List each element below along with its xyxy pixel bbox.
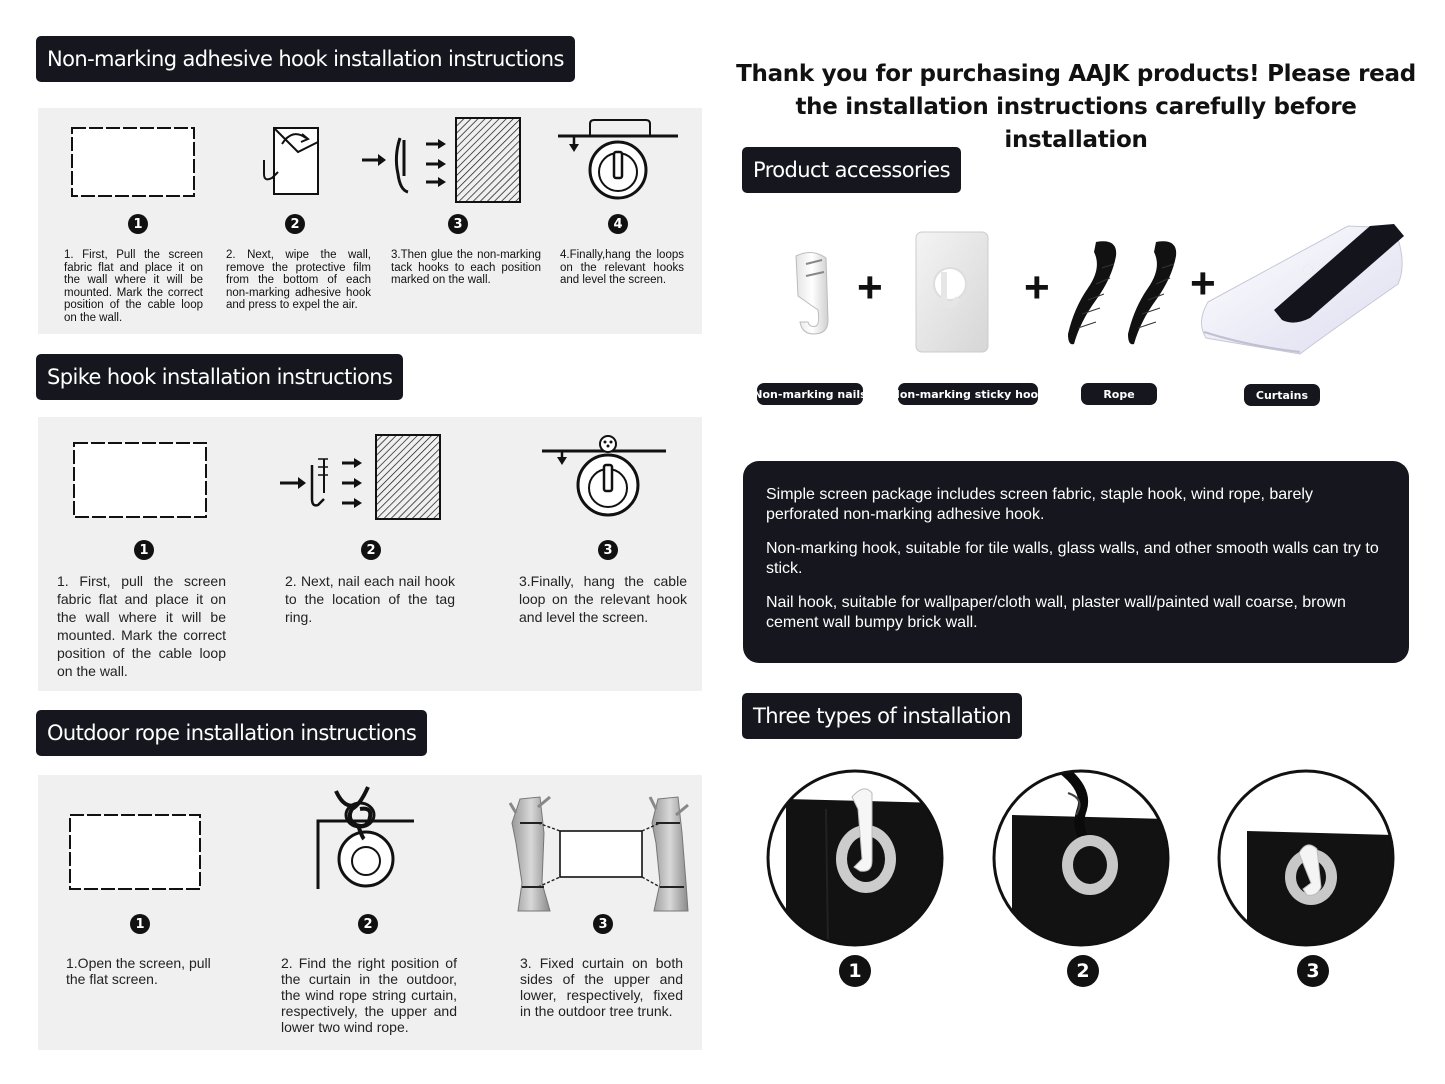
sticky-hook-icon — [915, 231, 989, 353]
screen-rectangle-icon — [69, 814, 201, 890]
step-text: 4.Finally,hang the loops on the relevant… — [560, 249, 684, 286]
step-number: 2 — [358, 914, 378, 934]
step-text: 1.Open the screen, pull the flat screen. — [66, 955, 211, 987]
installation-photo-sticky-hook-icon — [1217, 769, 1395, 947]
plus-sign: + — [1024, 263, 1050, 312]
installation-photo-rope-icon — [992, 769, 1170, 947]
info-paragraph: Non-marking hook, suitable for tile wall… — [766, 540, 1379, 577]
step-number: 1 — [134, 540, 154, 560]
page-headline: Thank you for purchasing AAJK products! … — [736, 61, 1416, 153]
peel-film-icon — [263, 127, 319, 195]
info-paragraph: Simple screen package includes screen fa… — [766, 486, 1313, 523]
rope-steps-panel: 1 2 3 1.Open the screen, pull the flat s… — [38, 775, 702, 1050]
step-text: 1. First, Pull the screen fabric flat an… — [64, 249, 203, 324]
info-paragraph: Nail hook, suitable for wallpaper/cloth … — [766, 594, 1346, 631]
trees-with-screen-icon — [508, 795, 689, 912]
rope-knot-icon — [316, 786, 414, 889]
installation-types-title: Three types of installation — [742, 693, 1023, 739]
accessory-label-nails: Non-marking nails — [753, 383, 867, 405]
step-number: 1 — [128, 214, 148, 234]
installation-number: 1 — [839, 955, 871, 987]
step-number: 3 — [593, 914, 613, 934]
nail-hook-icon — [795, 252, 829, 335]
installation-photo-nail-icon — [766, 769, 944, 947]
accessory-label-curtains: Curtains — [1244, 384, 1320, 406]
ring-on-nail-icon — [542, 435, 666, 517]
step-text: 1. First, pull the screen fabric flat an… — [57, 573, 226, 679]
plus-sign: + — [857, 263, 883, 312]
step-text: 2. Find the right position of the curtai… — [281, 955, 457, 1035]
plus-sign: + — [1190, 259, 1216, 308]
info-box: Simple screen package includes screen fa… — [743, 461, 1409, 663]
curtain-icon — [1201, 224, 1404, 355]
step-number: 2 — [361, 540, 381, 560]
accessories-title: Product accessories — [742, 147, 961, 193]
step-text: 3.Finally, hang the cable loop on the re… — [519, 573, 687, 625]
step-number: 2 — [285, 214, 305, 234]
installation-number: 2 — [1067, 955, 1099, 987]
adhesive-section-title: Non-marking adhesive hook installation i… — [36, 36, 575, 82]
spike-section-title: Spike hook installation instructions — [36, 354, 404, 400]
spike-steps-panel: 1 2 3 1. First, pull the screen fabric f… — [38, 417, 702, 691]
step-text: 2. Next, wipe the wall, remove the prote… — [226, 249, 371, 311]
step-number: 1 — [130, 914, 150, 934]
accessory-label-rope: Rope — [1081, 383, 1157, 405]
step-text: 3.Then glue the non-marking tack hooks t… — [391, 249, 541, 286]
step-number: 3 — [598, 540, 618, 560]
step-text: 3. Fixed curtain on both sides of the up… — [520, 955, 683, 1019]
step-number: 4 — [608, 214, 628, 234]
hook-to-wall-icon — [362, 117, 521, 203]
rope-section-title: Outdoor rope installation instructions — [36, 710, 428, 756]
screen-rectangle-icon — [71, 127, 195, 197]
installation-number: 3 — [1297, 955, 1329, 987]
nail-to-wall-icon — [280, 434, 441, 520]
ring-on-hook-icon — [558, 119, 678, 200]
rope-icon — [1068, 241, 1177, 345]
accessory-label-sticky-hook: Non-marking sticky hook — [891, 383, 1045, 405]
adhesive-steps-panel: 1 2 3 4 1. First, Pull the screen fabric… — [38, 108, 702, 334]
step-number: 3 — [448, 214, 468, 234]
screen-rectangle-icon — [73, 442, 207, 518]
step-text: 2. Next, nail each nail hook to the loca… — [285, 573, 455, 625]
